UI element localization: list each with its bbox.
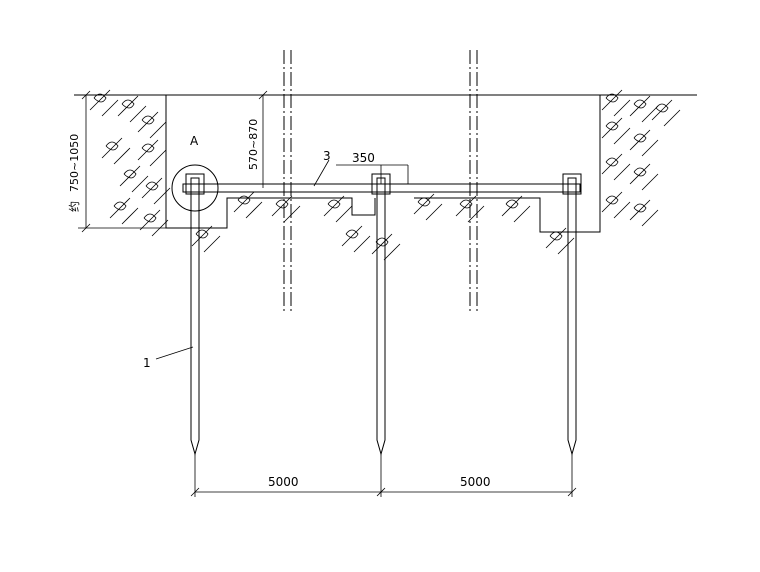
earth-hatch-mark [371,233,401,261]
earth-hatch-mark [629,129,659,157]
spacing-dimension-label: 350 [352,151,375,165]
depth-dimension-a-label: 750~1050 [68,134,81,192]
earth-hatch-mark [545,227,575,255]
earth-hatch-mark [101,137,131,165]
earth-hatch-mark [109,197,139,225]
earth-hatch-icon [89,89,681,261]
span-left-label: 5000 [268,475,299,489]
earth-hatch-mark [651,99,681,127]
earth-hatch-mark [119,165,149,193]
grounding-rod-right [562,173,582,462]
grounding-rod-middle [371,173,391,462]
earth-hatch-mark [629,199,659,227]
earth-hatch-mark [323,195,353,223]
earth-hatch-mark [89,89,119,117]
earth-hatch-mark [601,153,631,181]
earth-hatch-mark [117,95,147,123]
earth-hatch-mark [137,139,167,167]
spacing-dimension-350 [336,164,409,184]
detail-mark-label: A [190,134,199,148]
callout-3-leader [313,159,330,187]
earth-hatch-mark [191,225,221,253]
earth-hatch-mark [413,193,443,221]
center-lines [283,50,478,312]
earth-hatch-mark [601,117,631,145]
earth-hatch-mark [501,195,531,223]
earth-hatch-mark [341,225,371,253]
depth-dimension-inner [258,90,268,188]
trench-outline [165,95,601,233]
earth-hatch-mark [141,177,171,205]
span-right-label: 5000 [460,475,491,489]
depth-dimension-b-label: 570~870 [247,119,260,170]
earth-hatch-mark [601,191,631,219]
earth-hatch-mark [601,89,631,117]
earth-hatch-mark [139,209,169,237]
callout-1-leader [155,346,194,360]
callout-strip-label: 3 [323,149,331,163]
span-dimension [190,462,577,497]
earth-hatch-mark [137,111,167,139]
earth-hatch-mark [455,195,485,223]
depth-dimension-left [78,90,166,233]
earth-hatch-mark [629,163,659,191]
earth-hatch-mark [233,191,263,219]
detail-circle-icon [171,164,219,212]
grounding-strip [182,183,581,193]
grounding-rod-left [185,173,205,462]
earth-hatch-mark [629,95,659,123]
earth-hatch-mark [271,195,301,223]
depth-prefix-label: 约 [68,201,81,212]
callout-rod-label: 1 [143,356,151,370]
